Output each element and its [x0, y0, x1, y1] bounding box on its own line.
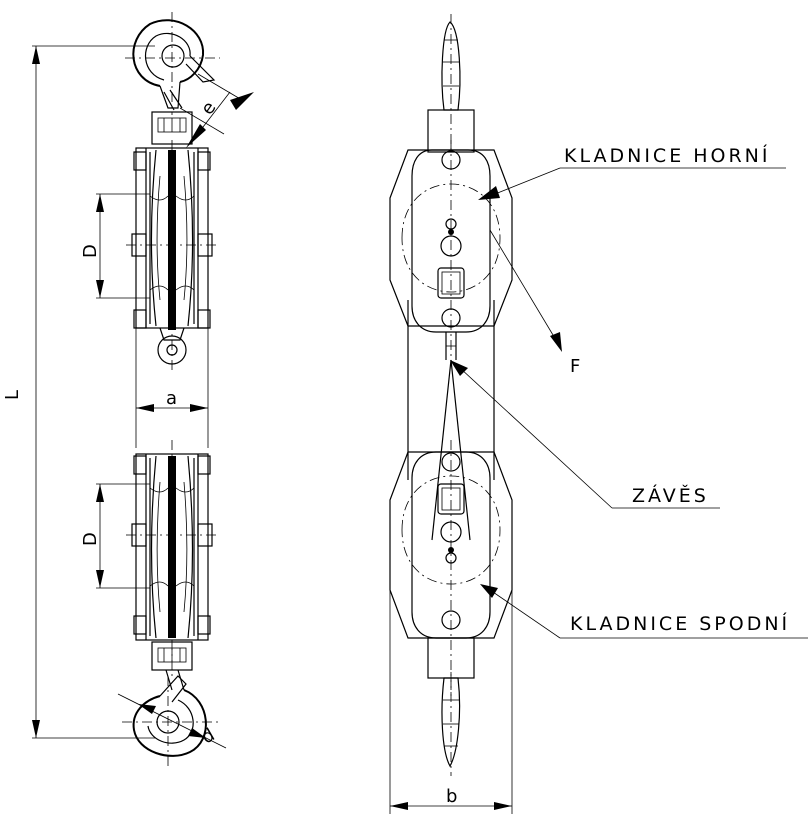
dimension-front-width-label: b — [446, 786, 457, 807]
callout-lower-block-label: KLADNICE SPODNÍ — [570, 612, 790, 635]
callout-force-label: F — [570, 356, 580, 377]
callout-lower-block: KLADNICE SPODNÍ — [480, 584, 808, 639]
callout-upper-block: KLADNICE HORNÍ — [478, 144, 786, 200]
dimension-sheave-upper-label: D — [80, 244, 101, 258]
dimension-hook-throat-label: d — [198, 724, 218, 748]
front-hanger — [445, 332, 457, 360]
upper-block-side — [126, 111, 218, 372]
dimension-side-width-label: a — [166, 388, 177, 409]
dimension-sheave-lower-label: D — [80, 532, 101, 546]
dimension-length-label: L — [2, 390, 23, 400]
callout-upper-block-label: KLADNICE HORNÍ — [564, 144, 771, 167]
lower-hook — [122, 669, 220, 766]
dimension-sheave-lower: D — [80, 483, 150, 589]
dimension-side-width: a — [135, 328, 209, 448]
front-upper-hook — [441, 14, 461, 150]
lower-block-side — [126, 440, 218, 680]
upper-hook — [125, 12, 220, 115]
dimension-front-width: b — [389, 590, 513, 814]
callout-force: F — [489, 229, 580, 377]
dimension-length: L — [2, 45, 155, 739]
front-upper-block — [389, 109, 513, 360]
front-lower-hook — [441, 672, 461, 776]
side-view: L e — [2, 12, 254, 766]
callout-hanger-label: ZÁVĚS — [632, 484, 709, 507]
dimension-sheave-upper: D — [80, 193, 150, 299]
dimension-hook-opening-label: e — [197, 98, 221, 119]
front-lower-block — [389, 440, 513, 700]
dimension-hook-opening: e — [179, 73, 254, 148]
callout-hanger: ZÁVĚS — [450, 360, 720, 509]
front-view: b KLADNICE HORNÍ F ZÁVĚS KLADNICE S — [389, 14, 808, 814]
